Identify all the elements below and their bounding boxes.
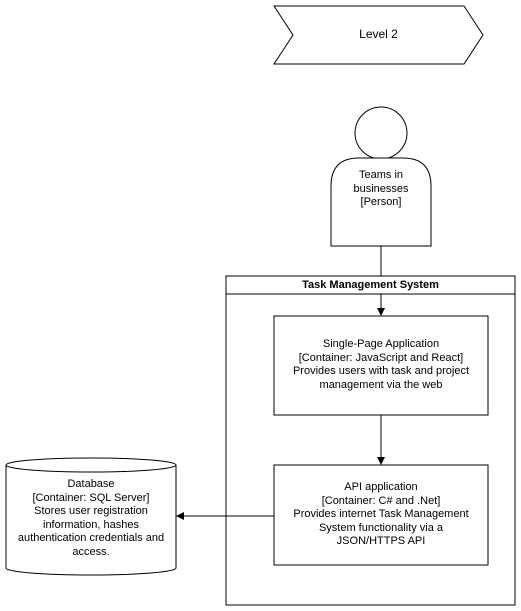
system-boundary-title: Task Management System: [302, 279, 439, 291]
api-name: API application: [344, 481, 418, 493]
person-name-line-1: Teams in: [358, 169, 404, 181]
database-desc-line-2: information, hashes: [43, 518, 139, 531]
database-desc-line-1: Stores user registration: [34, 505, 148, 517]
spa-name: Single-Page Application: [322, 338, 440, 350]
api-desc-line-3: JSON/HTTPS API: [336, 535, 426, 547]
api-desc-line-2: System functionality via a: [318, 521, 444, 534]
database-name: Database: [67, 478, 115, 490]
person-body: [330, 157, 432, 247]
spa-tech: [Container: JavaScript and React]: [298, 351, 464, 364]
database-desc-line-4: access.: [72, 545, 110, 558]
spa-box: [273, 315, 489, 416]
api-label: API application [Container: C# and .Net]…: [274, 481, 488, 549]
api-box: [273, 464, 489, 566]
spa-label: Single-Page Application [Container: Java…: [274, 338, 488, 392]
database-cylinder-body: [5, 465, 177, 576]
database-cylinder-top: [5, 457, 177, 473]
database-label: Database [Container: SQL Server] Stores …: [6, 478, 176, 559]
person-head: [354, 106, 408, 160]
api-desc-line-1: Provides internet Task Management: [293, 508, 469, 520]
level-label: Level 2: [359, 27, 398, 41]
person-label: Teams in businesses [Person]: [331, 169, 431, 210]
spa-desc-line-2: management via the web: [319, 378, 443, 391]
system-boundary-box: [225, 275, 516, 606]
database-desc-line-3: authentication credentials and: [17, 532, 165, 544]
person-name-line-2: businesses: [353, 182, 409, 195]
spa-desc-line-1: Provides users with task and project: [292, 365, 470, 377]
person-type: [Person]: [360, 196, 402, 208]
database-tech: [Container: SQL Server]: [32, 491, 150, 504]
level-chevron-shape: [273, 5, 484, 65]
api-tech: [Container: C# and .Net]: [321, 494, 441, 507]
